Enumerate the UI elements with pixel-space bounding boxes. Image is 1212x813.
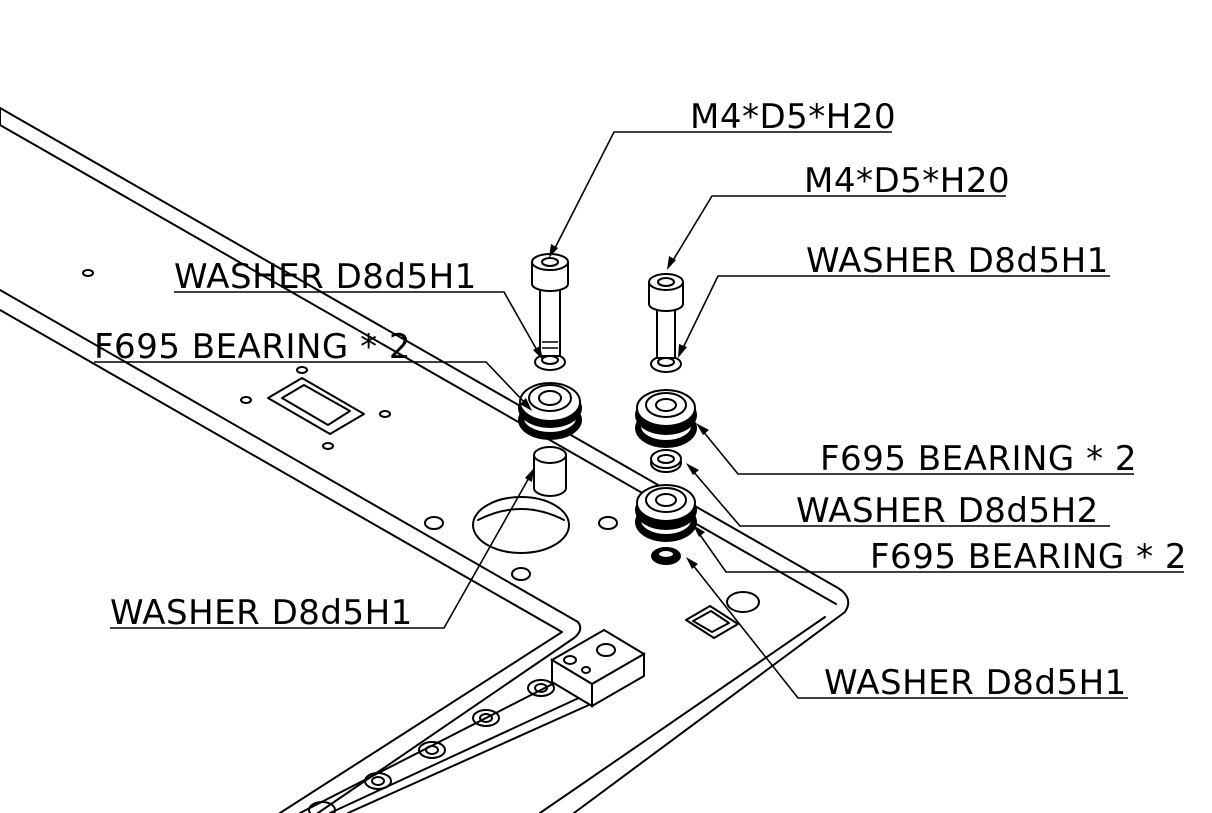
right-bottom-washer <box>651 547 681 565</box>
base-plate <box>0 107 850 813</box>
linear-rail <box>299 667 609 813</box>
left-screw <box>531 253 569 357</box>
label-bearing-right-top: F695 BEARING * 2 <box>820 439 1137 479</box>
label-screw-2: M4*D5*H20 <box>804 161 1010 201</box>
plate-holes <box>82 269 760 613</box>
right-middle-washer <box>650 449 682 473</box>
right-top-washer <box>650 355 682 373</box>
label-washer-left-bottom: WASHER D8d5H1 <box>110 593 413 633</box>
right-lower-bearing-pair <box>635 484 697 542</box>
right-screw <box>648 273 684 359</box>
leader-lines <box>94 131 1184 699</box>
rail-carriage-block <box>550 628 646 708</box>
callout-labels: M4*D5*H20 M4*D5*H20 WASHER D8d5H1 WASHER… <box>94 97 1187 703</box>
label-screw-1: M4*D5*H20 <box>690 97 896 137</box>
rectangular-pocket <box>267 377 365 435</box>
small-pocket <box>685 605 739 639</box>
label-washer-left-top: WASHER D8d5H1 <box>174 257 477 297</box>
left-spacer-tube <box>533 446 567 497</box>
label-bearing-right-bottom: F695 BEARING * 2 <box>870 537 1187 577</box>
label-washer-right-mid: WASHER D8d5H2 <box>796 491 1099 531</box>
label-washer-right-top: WASHER D8d5H1 <box>806 241 1109 281</box>
right-upper-bearing-pair <box>635 389 697 448</box>
left-bearing-pair <box>518 382 582 440</box>
label-bearing-left: F695 BEARING * 2 <box>94 327 411 367</box>
label-washer-right-bottom: WASHER D8d5H1 <box>824 663 1127 703</box>
large-bore-hole <box>472 496 570 554</box>
